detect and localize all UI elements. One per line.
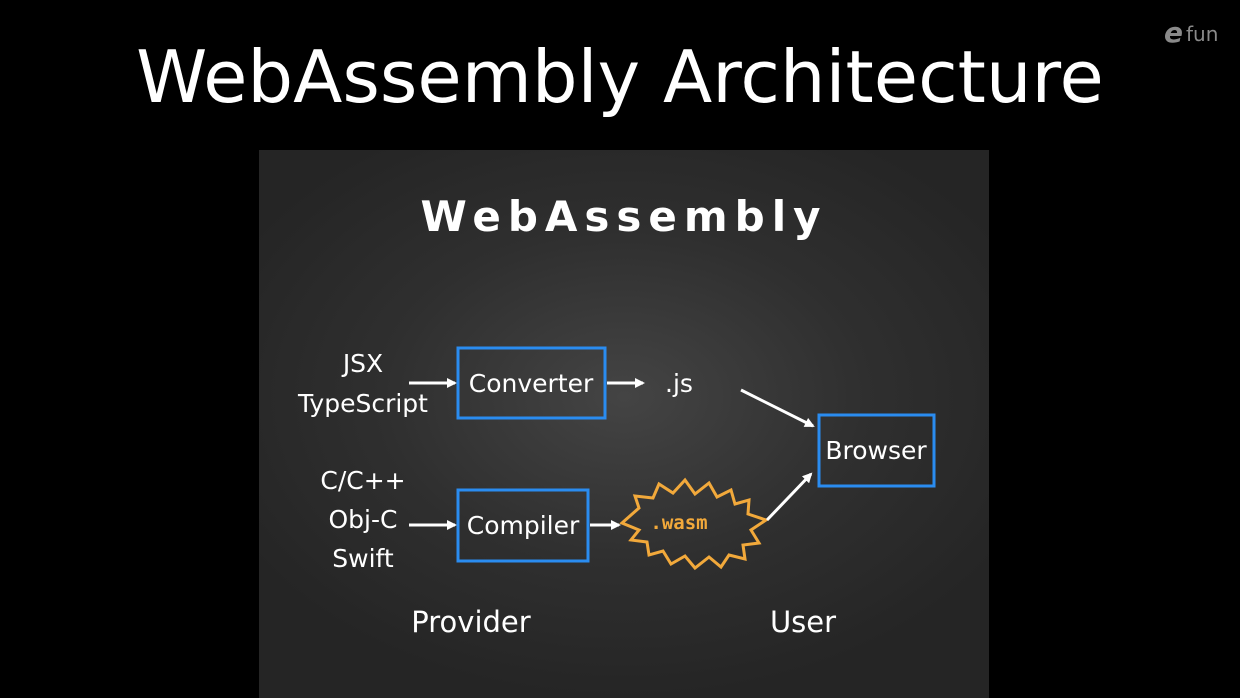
input-swift: Swift bbox=[332, 544, 394, 573]
compiler-label: Compiler bbox=[467, 511, 580, 540]
provider-label: Provider bbox=[411, 605, 530, 639]
browser-box bbox=[817, 413, 936, 488]
logo-mark-icon: e bbox=[1164, 16, 1183, 49]
efun-logo: e fun bbox=[1164, 16, 1234, 50]
logo-text: fun bbox=[1186, 22, 1219, 46]
input-cpp: C/C++ bbox=[320, 466, 405, 495]
compiler-box bbox=[456, 488, 590, 563]
wasm-starburst-icon bbox=[619, 477, 770, 571]
wasm-output: .wasm bbox=[650, 512, 707, 534]
browser-label: Browser bbox=[825, 436, 927, 465]
converter-label: Converter bbox=[469, 369, 594, 398]
architecture-diagram: JSX TypeScript Converter .js Browser C/C… bbox=[297, 346, 936, 639]
slide-title: WebAssembly bbox=[420, 192, 828, 241]
converter-box bbox=[456, 346, 607, 420]
arrow-js-to-browser bbox=[740, 388, 815, 428]
input-objc: Obj-C bbox=[329, 505, 398, 534]
input-typescript: TypeScript bbox=[297, 389, 428, 418]
arrow-wasm-to-browser bbox=[765, 472, 813, 522]
slide-panel: WebAssembly JSX TypeScript Converter .js… bbox=[259, 150, 989, 698]
page-title: WebAssembly Architecture bbox=[136, 35, 1104, 119]
input-jsx: JSX bbox=[341, 349, 383, 378]
user-label: User bbox=[770, 605, 836, 639]
js-output: .js bbox=[665, 369, 693, 398]
